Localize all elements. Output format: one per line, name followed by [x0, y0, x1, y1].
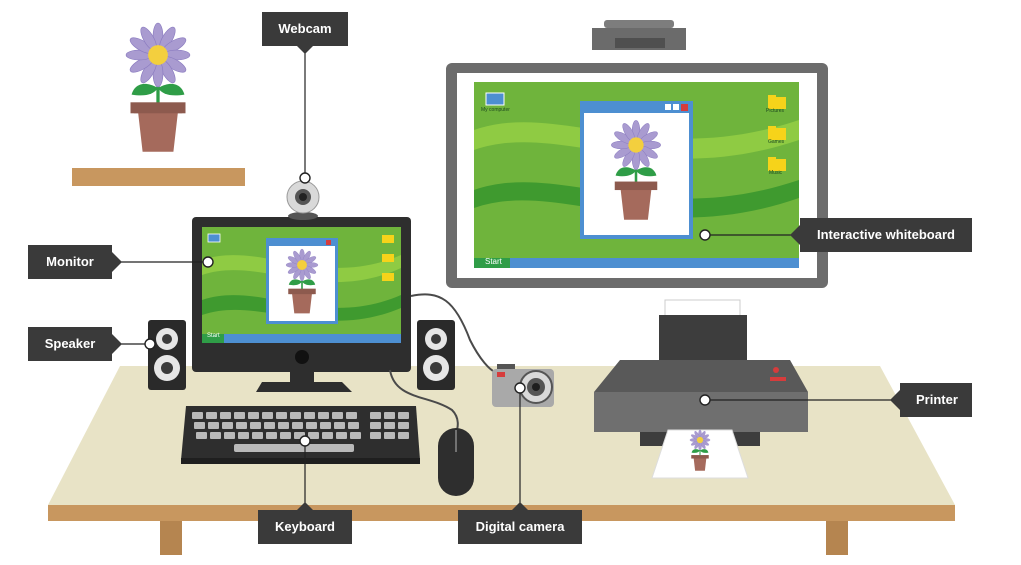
keyboard-key: [334, 422, 345, 429]
keyboard-key: [384, 432, 395, 439]
keyboard-key: [194, 422, 205, 429]
keyboard-key: [350, 432, 361, 439]
monitor-start-label: Start: [207, 333, 220, 339]
leader-dots: [144, 172, 711, 447]
speaker-left: [148, 320, 186, 390]
keyboard-key: [304, 412, 315, 419]
desktop-icon-label-pictures: Pictures: [766, 108, 785, 114]
keyboard-key: [264, 422, 275, 429]
keyboard-key: [322, 432, 333, 439]
projector: [592, 20, 686, 50]
keyboard-key: [220, 412, 231, 419]
keyboard-key: [262, 412, 273, 419]
keyboard-key: [292, 422, 303, 429]
keyboard-key: [280, 432, 291, 439]
shelf-plant: [72, 21, 245, 186]
desktop-icon-label-my-computer: My computer: [481, 107, 510, 113]
keyboard-label: Keyboard: [258, 502, 352, 544]
keyboard-key: [398, 412, 409, 419]
whiteboard-start-label: Start: [485, 257, 502, 266]
keyboard-key: [250, 422, 261, 429]
keyboard-key: [290, 412, 301, 419]
keyboard-key: [236, 422, 247, 429]
keyboard-key: [278, 422, 289, 429]
keyboard-key: [192, 412, 203, 419]
desktop-icon-label-games: Games: [768, 139, 785, 145]
keyboard-key: [210, 432, 221, 439]
keyboard-key: [306, 422, 317, 429]
keyboard-key: [398, 422, 409, 429]
keyboard-key: [224, 432, 235, 439]
keyboard: [181, 406, 420, 464]
keyboard-key: [248, 412, 259, 419]
keyboard-key: [384, 422, 395, 429]
keyboard-key: [346, 412, 357, 419]
leader-lines: [118, 44, 893, 512]
keyboard-key: [252, 432, 263, 439]
keyboard-key: [332, 412, 343, 419]
keyboard-key: [196, 432, 207, 439]
desktop-icon-label-music: Music: [769, 170, 783, 176]
keyboard-key: [308, 432, 319, 439]
keyboard-key: [206, 412, 217, 419]
keyboard-key: [238, 432, 249, 439]
keyboard-key: [320, 422, 331, 429]
keyboard-key: [348, 422, 359, 429]
cables: [389, 293, 496, 433]
keyboard-key: [384, 412, 395, 419]
printer-label: Printer: [890, 383, 972, 417]
keyboard-key: [318, 412, 329, 419]
keyboard-key: [370, 422, 381, 429]
keyboard-key: [398, 432, 409, 439]
keyboard-key: [370, 432, 381, 439]
monitor-label: Monitor: [28, 245, 122, 279]
keyboard-key: [370, 412, 381, 419]
speaker-right: [417, 320, 455, 390]
webcam-label: Webcam: [262, 12, 348, 54]
digital-camera-label: Digital camera: [458, 502, 582, 544]
keyboard-key: [208, 422, 219, 429]
webcam: [286, 180, 320, 220]
keyboard-key: [336, 432, 347, 439]
keyboard-key: [234, 412, 245, 419]
keyboard-key: [266, 432, 277, 439]
keyboard-key: [276, 412, 287, 419]
mouse: [438, 428, 474, 496]
interactive-whiteboard: [446, 63, 828, 288]
interactive-whiteboard-label: Interactive whiteboard: [790, 218, 972, 252]
monitor: [192, 217, 411, 392]
keyboard-key: [222, 422, 233, 429]
speaker-label: Speaker: [28, 327, 122, 361]
